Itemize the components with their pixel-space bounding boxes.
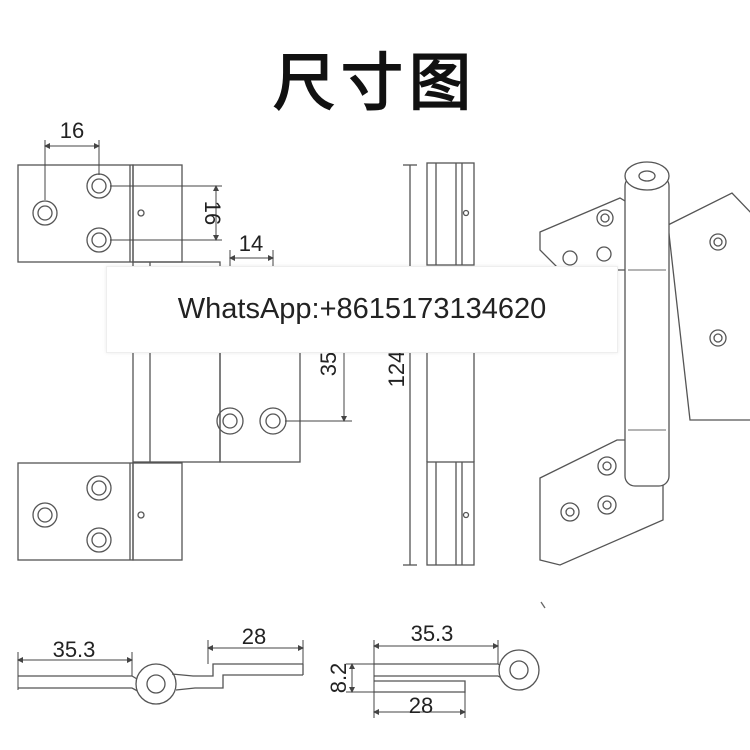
hinge-barrel (624, 175, 670, 487)
lower-hole-bottom (86, 527, 112, 553)
lower-pin-dot (137, 511, 145, 519)
dim-top-hole-spacing: 16 (60, 118, 84, 143)
upper-hole-bottom (86, 227, 112, 253)
dim-middle-offset: 14 (239, 231, 263, 256)
side-upper-block (426, 162, 475, 266)
contact-banner-text: WhatsApp:+8615173134620 (177, 293, 547, 325)
dim-top-vertical-spacing: 16 (200, 201, 225, 225)
upper-hole-left (32, 200, 58, 226)
lower-hole-top (86, 475, 112, 501)
front-view-dimensions (44, 140, 352, 422)
dim-bottom-right-width: 35.3 (411, 621, 454, 646)
bottom-left-profile (17, 640, 304, 705)
middle-hole-right (259, 407, 287, 435)
lower-leaf-plate (17, 462, 134, 561)
side-lower-block (426, 461, 475, 566)
dim-middle-height: 35 (316, 352, 341, 376)
middle-hole-left (216, 407, 244, 435)
bottom-right-profile (346, 640, 540, 718)
contact-banner: WhatsApp:+8615173134620 (106, 266, 618, 353)
page-title: 尺寸图 (272, 46, 477, 119)
bottom-right-knuckle (498, 649, 540, 691)
bottom-left-knuckle (135, 663, 177, 705)
dim-total-height: 124 (384, 351, 409, 388)
dim-bottom-left-leaf: 28 (242, 624, 266, 649)
hinge-3d-view (539, 161, 750, 609)
side-view (403, 162, 475, 566)
front-view (17, 164, 301, 561)
dim-bottom-right-leaf: 28 (409, 693, 433, 718)
upper-pin-dot (137, 209, 145, 217)
dim-bottom-right-thickness: 8.2 (326, 663, 351, 694)
lower-hole-left (32, 502, 58, 528)
dim-bottom-left-width: 35.3 (53, 637, 96, 662)
hinge-barrel-top (624, 161, 670, 191)
upper-hole-top (86, 173, 112, 199)
upper-leaf-plate (17, 164, 134, 263)
